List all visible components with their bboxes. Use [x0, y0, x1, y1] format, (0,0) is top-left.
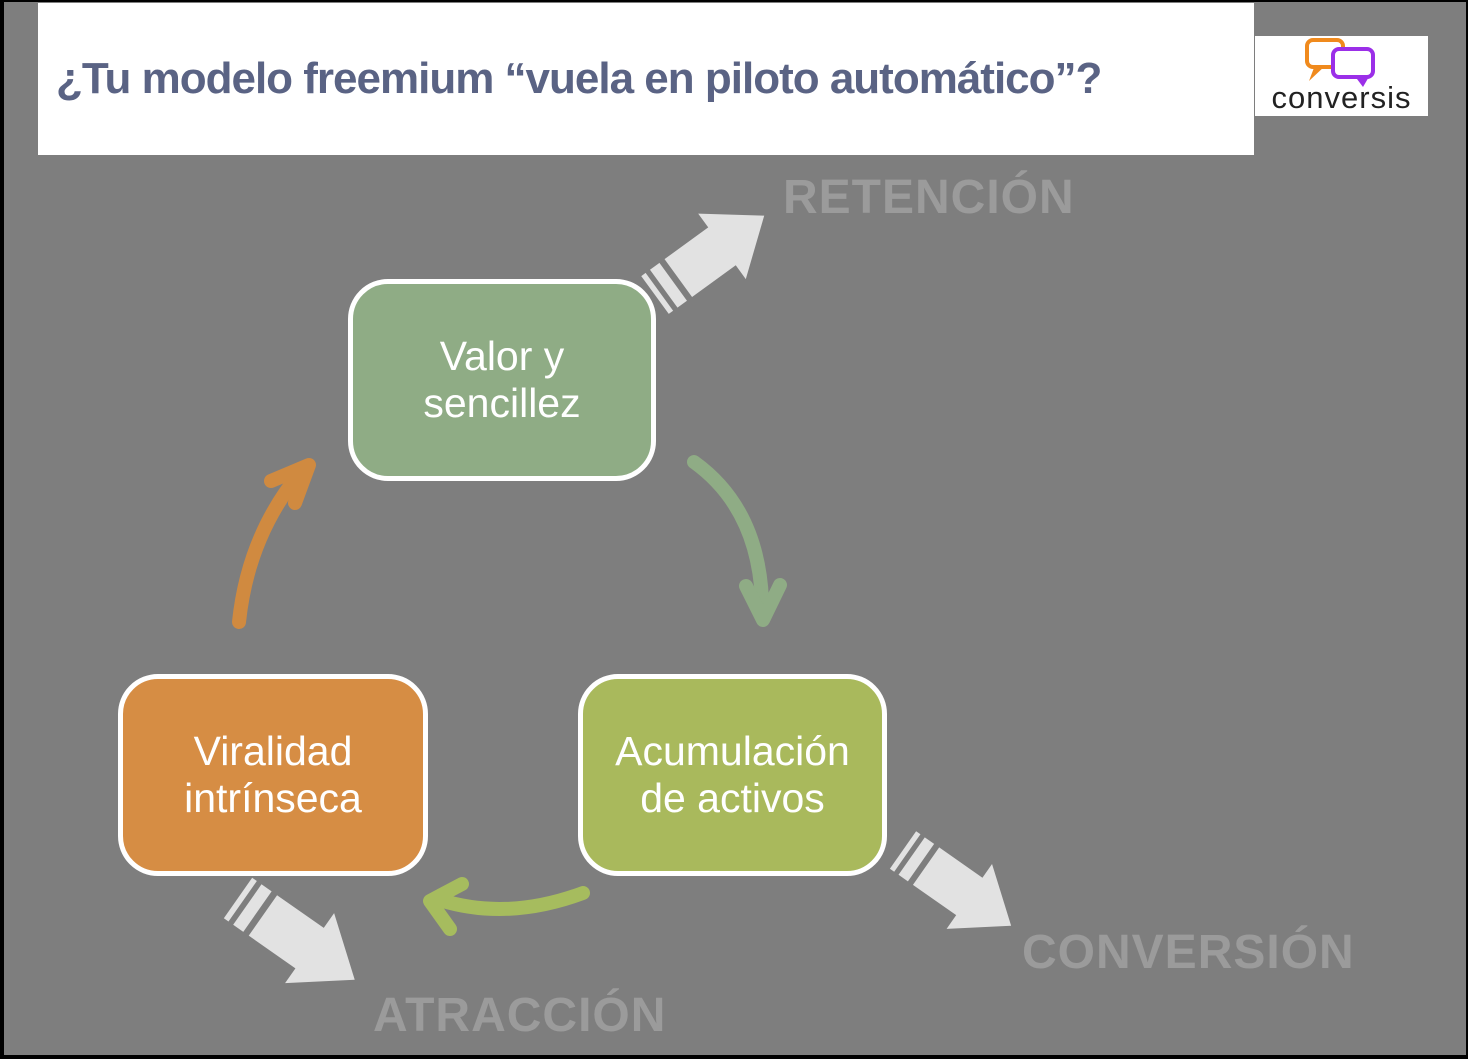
node-label-line: intrínseca [184, 775, 362, 821]
stage-label-attraction: ATRACCIÓN [373, 989, 667, 1042]
logo-text: conversis [1271, 80, 1412, 115]
page-title: ¿Tu modelo freemium “vuela en piloto aut… [56, 54, 1102, 103]
node-label-line: Acumulación [615, 728, 850, 774]
node-label-line: Valor y [439, 333, 565, 379]
orange-bubble-tail [1308, 65, 1326, 81]
node-label-line: Viralidad [193, 728, 353, 774]
logo-box: conversis [1255, 36, 1428, 116]
cycle-node-acumulacion: Acumulación de activos [578, 674, 887, 876]
node-label-line: sencillez [423, 380, 581, 426]
slide-background [4, 2, 1466, 1055]
cycle-node-valor: Valor y sencillez [348, 279, 656, 481]
stage-label-retention: RETENCIÓN [783, 171, 1075, 224]
stage-label-conversion: CONVERSIÓN [1022, 926, 1355, 979]
node-label-line: de activos [640, 775, 825, 821]
cycle-node-viralidad: Viralidad intrínseca [118, 674, 428, 876]
speech-bubbles-icon [1304, 38, 1375, 87]
title-banner: ¿Tu modelo freemium “vuela en piloto aut… [38, 3, 1254, 155]
purple-bubble-tail [1353, 75, 1370, 87]
purple-bubble [1330, 47, 1375, 79]
